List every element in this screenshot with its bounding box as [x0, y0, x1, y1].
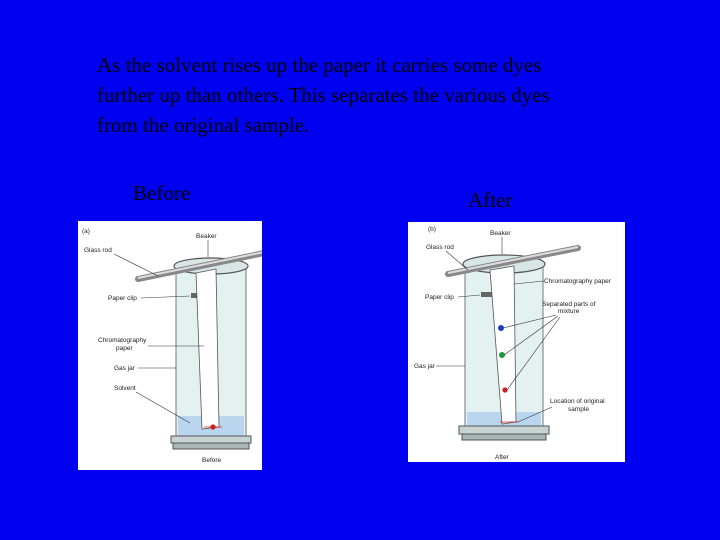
- before-beaker-label: Beaker: [196, 233, 217, 240]
- before-glass-rod-highlight: [137, 251, 262, 279]
- after-glass-rod-highlight: [447, 246, 579, 274]
- after-glass-rod-label: Glass rod: [426, 244, 454, 251]
- before-solvent-label: Solvent: [114, 385, 136, 392]
- after-location-label-2: sample: [568, 406, 589, 413]
- before-glass-rod-label: Glass rod: [84, 247, 112, 254]
- after-gas-jar-label: Gas jar: [414, 363, 436, 370]
- after-separated-leader-1: [502, 314, 557, 329]
- after-dye-blue: [498, 325, 504, 331]
- after-separated-label-2: mixture: [558, 308, 580, 315]
- before-gas-jar-label: Gas jar: [114, 365, 136, 372]
- before-solvent-leader: [135, 391, 191, 424]
- intro-text: As the solvent rises up the paper it car…: [97, 50, 657, 140]
- before-paper-clip-leader: [140, 295, 191, 299]
- before-base-bottom: [172, 442, 250, 450]
- before-chrom-paper-label-1: Chromatography: [98, 337, 147, 344]
- intro-line-3: from the original sample.: [97, 113, 310, 137]
- after-label: After: [468, 188, 513, 212]
- after-paper-clip-label: Paper clip: [425, 294, 454, 301]
- intro-line-2: further up than others. This separates t…: [97, 83, 550, 107]
- after-caption: After: [495, 454, 510, 461]
- before-diagram: (a) Beaker Glass rod Paper clip Chromato…: [78, 221, 262, 470]
- after-location-label-1: Location of original: [550, 398, 605, 405]
- before-glass-rod-leader: [113, 253, 159, 277]
- after-panel-tag: (b): [428, 226, 436, 233]
- intro-line-1: As the solvent rises up the paper it car…: [97, 53, 542, 77]
- before-paper-clip-label: Paper clip: [108, 295, 137, 302]
- after-separated-leader-2: [503, 315, 559, 356]
- after-base-top: [458, 425, 550, 435]
- after-paper-clip-leader: [457, 294, 481, 298]
- after-paper-clip: [481, 292, 494, 297]
- after-dye-red: [502, 387, 508, 393]
- after-location-leader: [517, 406, 553, 423]
- after-base-bottom: [461, 433, 547, 441]
- before-caption: Before: [202, 457, 222, 464]
- after-chrom-paper-label: Chromatography paper: [544, 278, 612, 285]
- after-chrom-paper-leader: [513, 280, 545, 285]
- before-label: Before: [133, 181, 191, 205]
- after-dye-green: [499, 352, 505, 358]
- before-base-top: [170, 435, 252, 444]
- after-beaker-label: Beaker: [490, 230, 511, 237]
- after-glass-rod-leader: [445, 250, 469, 271]
- after-separated-leader-3: [506, 316, 561, 391]
- before-panel-tag: (a): [82, 228, 90, 235]
- before-chrom-paper-label-2: paper: [116, 345, 133, 352]
- after-diagram: (b) Beaker Glass rod Chromatography pape…: [408, 222, 625, 462]
- after-separated-label-1: Separated parts of: [542, 301, 596, 308]
